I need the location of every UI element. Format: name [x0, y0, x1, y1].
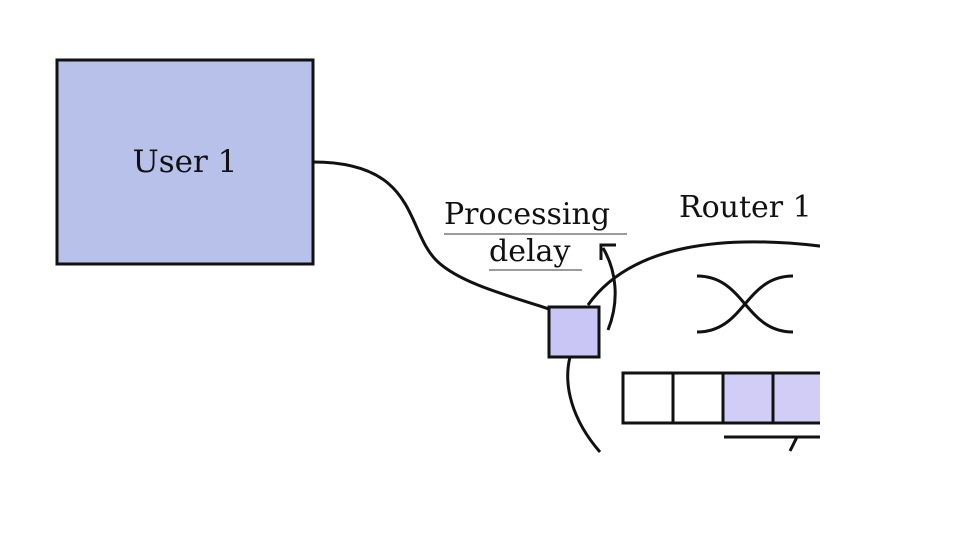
router-canvas: [586, 240, 820, 452]
user-label: User 1: [132, 143, 238, 180]
processing-delay-label-line1: Processing: [444, 197, 611, 232]
queue-bracket-tick: [788, 436, 799, 452]
queue-slot-1: [621, 371, 675, 425]
input-port: [547, 305, 601, 359]
link-cable: [312, 160, 550, 311]
processing-arrow: [601, 247, 617, 331]
switch-fabric-icon: [696, 274, 794, 334]
router-lower-arc: [566, 356, 602, 453]
user-box: [55, 58, 315, 266]
queue-slot-4: [771, 371, 820, 425]
router-outline: [586, 240, 820, 306]
router-region: Router 1: [586, 190, 820, 452]
arrowhead: [599, 243, 616, 260]
processing-delay-label-line2: delay: [489, 234, 571, 269]
queue-slot-3: [721, 371, 775, 425]
queue-slot-2: [671, 371, 725, 425]
router-label: Router 1: [679, 190, 812, 225]
